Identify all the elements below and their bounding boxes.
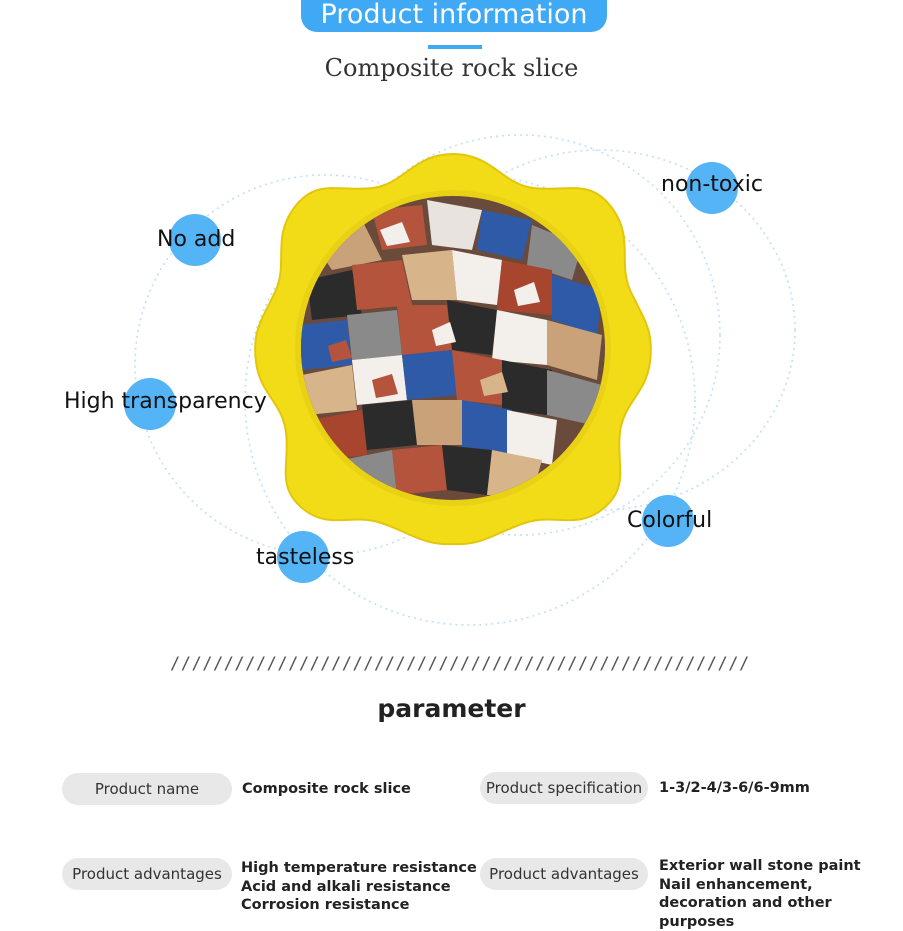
feature-dot-colorful — [642, 495, 694, 547]
feature-tasteless: tasteless — [256, 545, 355, 570]
label-product-advantages-right: Product advantages — [480, 858, 648, 890]
feature-colorful: Colorful — [627, 508, 713, 533]
feature-non-toxic: non-toxic — [661, 172, 763, 197]
product-bowl-image — [252, 150, 654, 546]
product-subtitle: Composite rock slice — [324, 54, 579, 82]
value-line: Corrosion resistance — [241, 897, 410, 913]
feature-no-add: No add — [157, 227, 236, 252]
value-line: Acid and alkali resistance — [241, 878, 451, 895]
value-product-advantages-left: High temperature resistance Acid and alk… — [241, 859, 477, 915]
feature-dot-high-transparency — [124, 378, 176, 430]
value-line: Nail enhancement, — [659, 876, 813, 893]
value-line: Exterior wall stone paint — [659, 858, 861, 874]
slash-divider: ////////////////////////////////////////… — [170, 654, 750, 674]
value-product-specification: 1-3/2-4/3-6/6-9mm — [659, 779, 810, 798]
feature-dot-tasteless — [277, 531, 329, 583]
value-line: Composite rock slice — [242, 781, 411, 797]
value-line: decoration and other purposes — [659, 895, 832, 930]
title-underline — [428, 45, 482, 49]
rock-flakes — [301, 196, 605, 500]
feature-high-transparency: High transparency — [64, 389, 267, 414]
feature-dot-non-toxic — [686, 162, 738, 214]
value-product-advantages-right: Exterior wall stone paint Nail enhanceme… — [659, 857, 903, 931]
label-product-specification: Product specification — [480, 772, 648, 804]
value-line: 1-3/2-4/3-6/6-9mm — [659, 780, 810, 796]
value-product-name: Composite rock slice — [242, 780, 411, 799]
label-product-name: Product name — [62, 773, 232, 805]
value-line: High temperature resistance — [241, 860, 477, 876]
product-information-header: Product information — [301, 0, 607, 32]
parameter-title: parameter — [377, 694, 526, 723]
feature-dot-no-add — [169, 214, 221, 266]
label-product-advantages-left: Product advantages — [62, 858, 232, 890]
